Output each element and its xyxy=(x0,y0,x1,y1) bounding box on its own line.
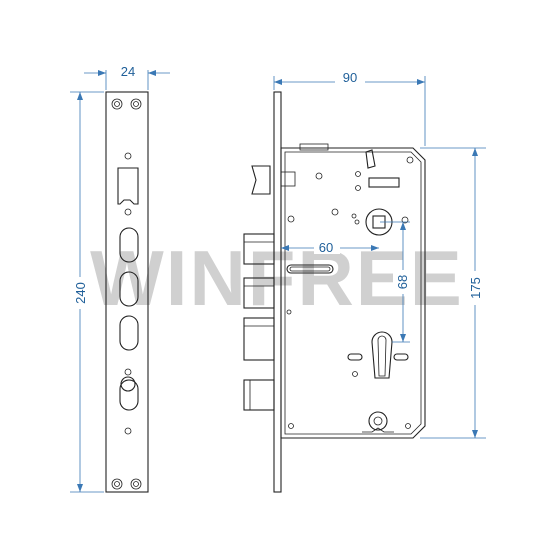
faceplate xyxy=(105,91,149,493)
dimension-backset: 60 xyxy=(281,238,379,255)
body-height-label: 175 xyxy=(468,277,483,299)
backset-label: 60 xyxy=(319,240,333,255)
faceplate-height-label: 240 xyxy=(73,282,88,304)
faceplate-width-label: 24 xyxy=(121,64,135,79)
center-distance-label: 68 xyxy=(395,275,410,289)
dimension-center-distance: 68 xyxy=(380,221,413,343)
body-width-label: 90 xyxy=(343,70,357,85)
dimension-body-height: 175 xyxy=(420,147,486,439)
dimension-faceplate-width: 24 xyxy=(84,64,170,90)
dimension-faceplate-height: 240 xyxy=(70,91,104,493)
lock-body xyxy=(243,91,426,493)
dimension-body-width: 90 xyxy=(273,70,426,146)
